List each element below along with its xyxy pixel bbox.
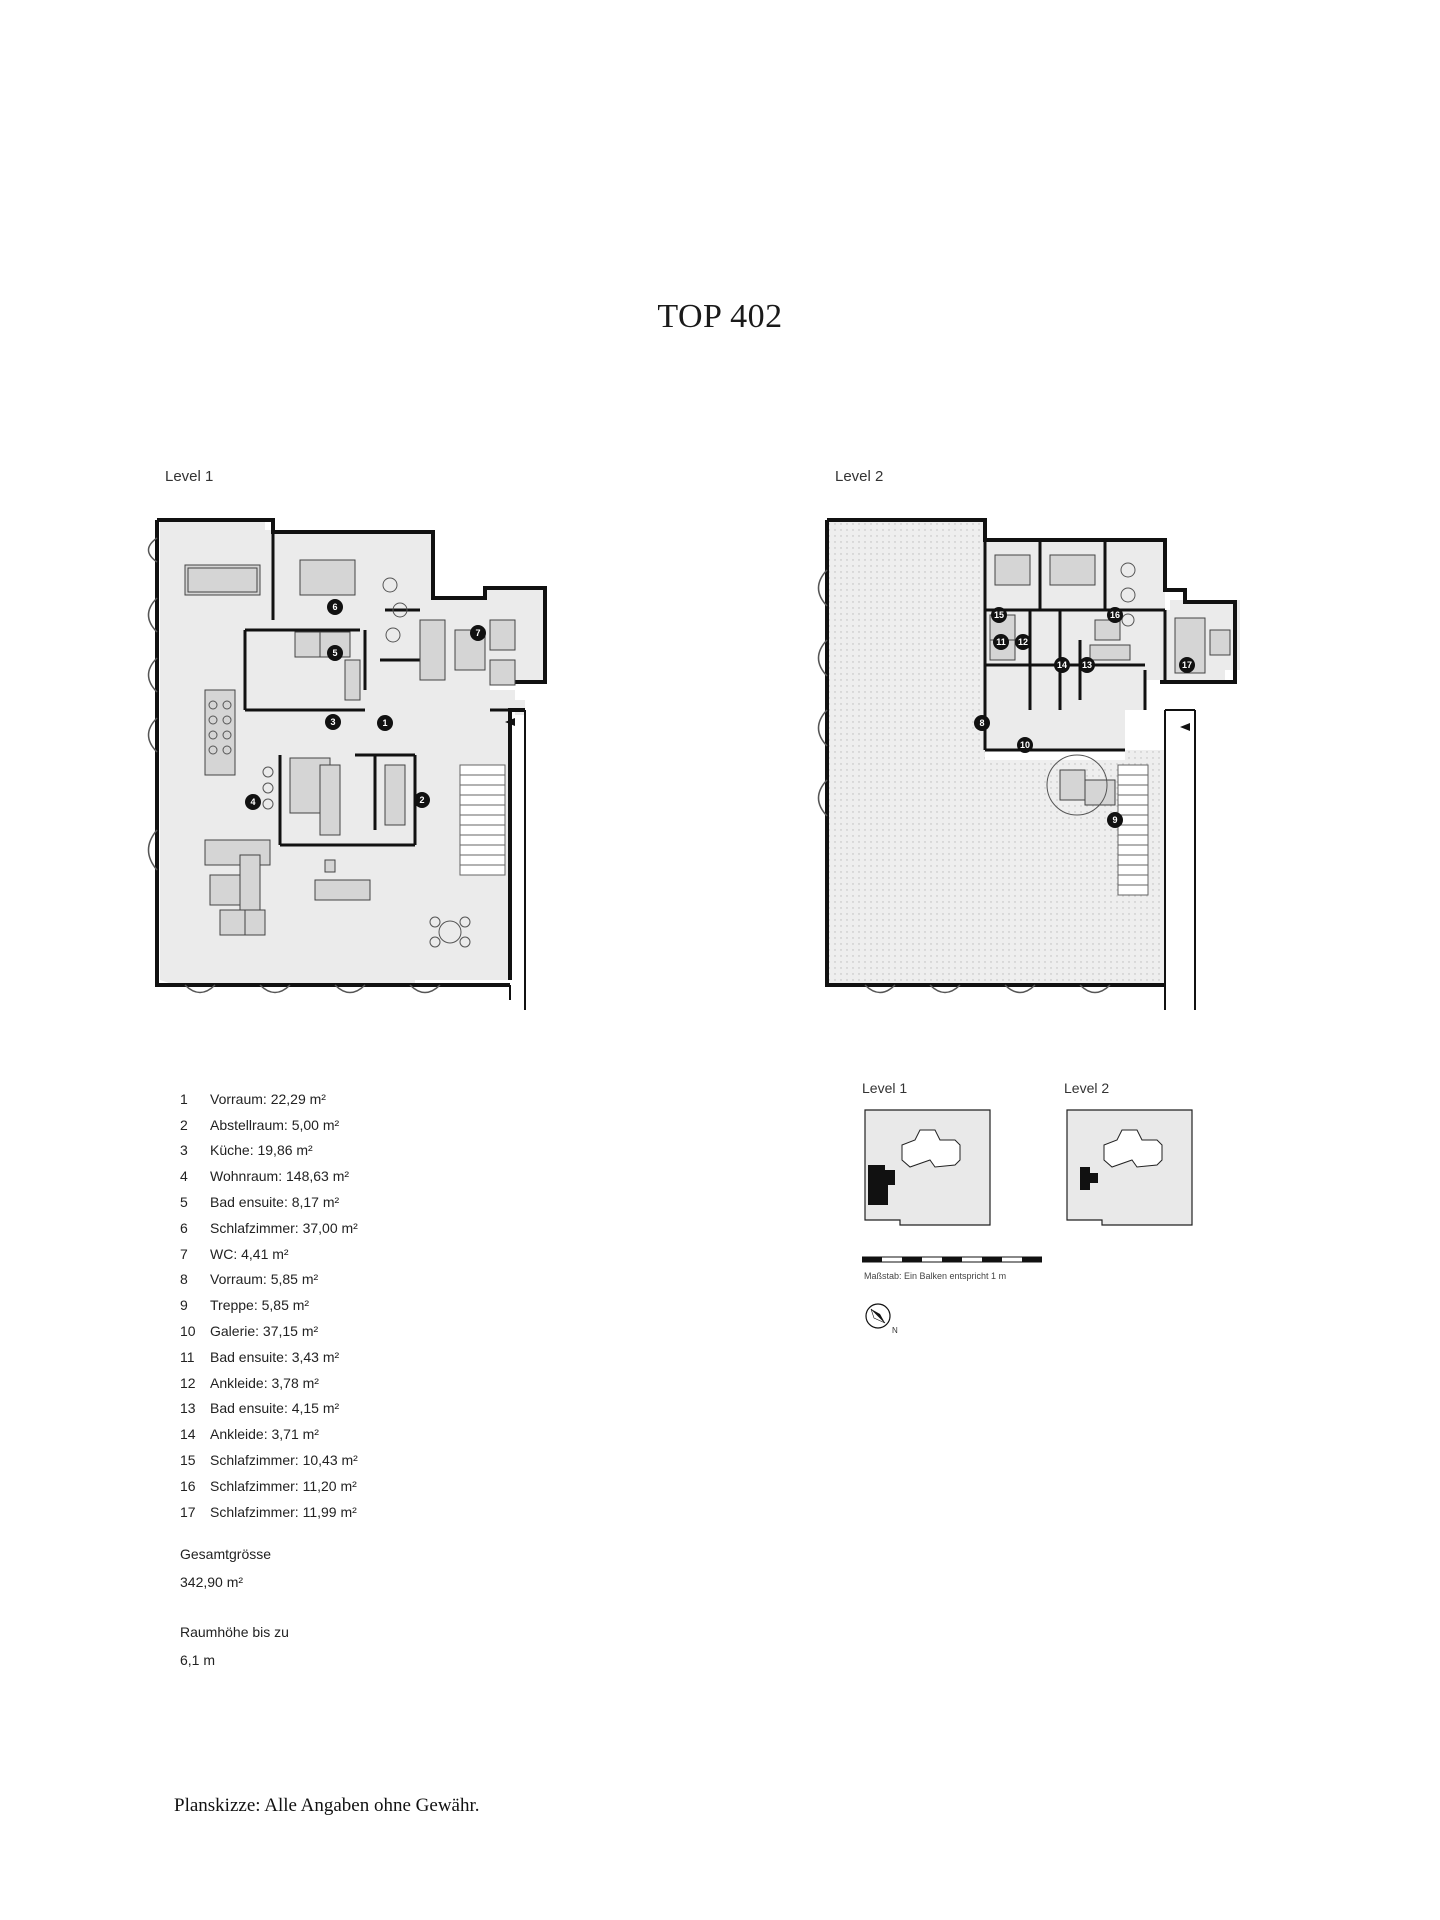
legend-room-number: 17 (180, 1503, 196, 1520)
legend-room-name: Bad ensuite: 3,43 m² (210, 1348, 340, 1365)
legend-room-name: Schlafzimmer: 11,99 m² (210, 1503, 357, 1520)
svg-text:17: 17 (1182, 660, 1192, 670)
legend-room-number: 7 (180, 1245, 188, 1262)
svg-text:1: 1 (382, 718, 387, 728)
legend-room-name: Vorraum: 5,85 m² (210, 1271, 319, 1288)
legend-row: 6 Schlafzimmer: 37,00 m² (180, 1215, 358, 1241)
legend-room-number: 11 (180, 1348, 195, 1365)
legend-room-number: 6 (180, 1219, 188, 1236)
legend-room-number: 14 (180, 1426, 196, 1443)
level-2-floorplan: 8 9 10 11 12 13 14 15 16 17 (817, 518, 1240, 1010)
keyplan-level-1-label: Level 1 (862, 1080, 908, 1096)
total-size-value: 342,90 m² (180, 1574, 244, 1590)
legend-room-name: Ankleide: 3,78 m² (210, 1374, 319, 1391)
legend-room-name: Vorraum: 22,29 m² (210, 1090, 326, 1107)
legend-row: 5 Bad ensuite: 8,17 m² (180, 1189, 358, 1215)
svg-text:13: 13 (1082, 660, 1092, 670)
keyplan-level-2-label: Level 2 (1064, 1080, 1110, 1096)
room-height-label: Raumhöhe bis zu (180, 1624, 289, 1640)
room-height-block: Raumhöhe bis zu 6,1 m (180, 1624, 289, 1668)
svg-text:8: 8 (979, 718, 984, 728)
scale-caption: Maßstab: Ein Balken entspricht 1 m (864, 1271, 1007, 1281)
legend-room-number: 4 (180, 1168, 188, 1185)
legend-room-number: 8 (180, 1271, 188, 1288)
scale-bar (862, 1256, 1042, 1263)
legend-room-name: Wohnraum: 148,63 m² (210, 1168, 350, 1185)
legend-room-name: Schlafzimmer: 10,43 m² (210, 1452, 358, 1469)
legend-room-number: 9 (180, 1297, 188, 1314)
keyplan-level-1 (864, 1109, 991, 1226)
svg-text:5: 5 (332, 648, 337, 658)
legend-row: 7 WC: 4,41 m² (180, 1241, 358, 1267)
legend-room-number: 1 (180, 1090, 188, 1107)
svg-text:16: 16 (1110, 610, 1120, 620)
legend-row: 17 Schlafzimmer: 11,99 m² (180, 1499, 358, 1525)
svg-text:7: 7 (475, 628, 480, 638)
svg-text:2: 2 (419, 795, 424, 805)
legend-row: 11 Bad ensuite: 3,43 m² (180, 1344, 358, 1370)
legend-room-name: Treppe: 5,85 m² (210, 1297, 310, 1314)
legend-room-number: 2 (180, 1116, 188, 1133)
level-2-label: Level 2 (835, 468, 884, 485)
room-legend: 1 Vorraum: 22,29 m² 2 Abstellraum: 5,00 m² 3… (180, 1086, 358, 1525)
svg-text:14: 14 (1057, 660, 1067, 670)
legend-row: 15 Schlafzimmer: 10,43 m² (180, 1447, 358, 1473)
legend-row: 13 Bad ensuite: 4,15 m² (180, 1396, 358, 1422)
legend-row: 14 Ankleide: 3,71 m² (180, 1421, 358, 1447)
legend-row: 3 Küche: 19,86 m² (180, 1138, 358, 1164)
legend-room-name: WC: 4,41 m² (210, 1245, 289, 1262)
legend-room-number: 10 (180, 1323, 196, 1340)
legend-room-number: 3 (180, 1142, 188, 1159)
legend-room-name: Abstellraum: 5,00 m² (210, 1116, 340, 1133)
legend-room-number: 13 (180, 1400, 196, 1417)
legend-row: 2 Abstellraum: 5,00 m² (180, 1112, 358, 1138)
svg-text:9: 9 (1112, 815, 1117, 825)
svg-text:6: 6 (332, 602, 337, 612)
north-arrow-icon: N (865, 1303, 898, 1335)
legend-room-name: Bad ensuite: 8,17 m² (210, 1194, 340, 1211)
north-label: N (892, 1326, 898, 1335)
legend-room-name: Bad ensuite: 4,15 m² (210, 1400, 340, 1417)
room-height-value: 6,1 m (180, 1652, 216, 1668)
legend-room-name: Schlafzimmer: 11,20 m² (210, 1477, 357, 1494)
page-title: TOP 402 (657, 298, 783, 335)
total-size-block: Gesamtgrösse 342,90 m² (180, 1546, 271, 1590)
legend-room-number: 12 (180, 1374, 196, 1391)
svg-text:15: 15 (994, 610, 1004, 620)
disclaimer: Planskizze: Alle Angaben ohne Gewähr. (174, 1795, 480, 1816)
legend-row: 9 Treppe: 5,85 m² (180, 1292, 358, 1318)
legend-row: 16 Schlafzimmer: 11,20 m² (180, 1473, 358, 1499)
svg-text:10: 10 (1020, 740, 1030, 750)
legend-row: 4 Wohnraum: 148,63 m² (180, 1163, 358, 1189)
legend-room-name: Schlafzimmer: 37,00 m² (210, 1219, 358, 1236)
svg-text:11: 11 (996, 637, 1006, 647)
legend-row: 12 Ankleide: 3,78 m² (180, 1370, 358, 1396)
legend-room-number: 15 (180, 1452, 196, 1469)
legend-row: 10 Galerie: 37,15 m² (180, 1318, 358, 1344)
svg-text:12: 12 (1018, 637, 1028, 647)
legend-row: 8 Vorraum: 5,85 m² (180, 1267, 358, 1293)
legend-room-name: Küche: 19,86 m² (210, 1142, 313, 1159)
total-size-label: Gesamtgrösse (180, 1546, 272, 1562)
level-1-label: Level 1 (165, 468, 214, 485)
svg-text:4: 4 (250, 797, 255, 807)
legend-room-number: 16 (180, 1477, 196, 1494)
keyplan-level-2 (1066, 1109, 1193, 1226)
legend-room-name: Galerie: 37,15 m² (210, 1323, 319, 1340)
legend-row: 1 Vorraum: 22,29 m² (180, 1086, 358, 1112)
svg-text:3: 3 (330, 717, 335, 727)
legend-room-name: Ankleide: 3,71 m² (210, 1426, 319, 1443)
level-1-floorplan: 1 2 3 4 5 6 7 (147, 518, 547, 1010)
legend-room-number: 5 (180, 1194, 188, 1211)
